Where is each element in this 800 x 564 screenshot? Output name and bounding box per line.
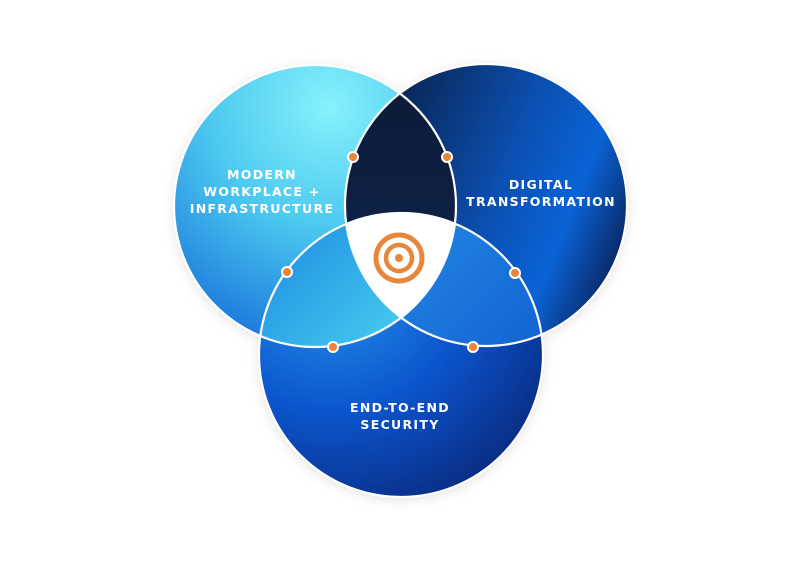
dot bbox=[509, 267, 521, 279]
label-end-to-end-security: END-TO-END SECURITY bbox=[350, 400, 450, 432]
dot bbox=[347, 151, 359, 163]
dot bbox=[327, 341, 339, 353]
label-modern-workplace: MODERN WORKPLACE + INFRASTRUCTURE bbox=[189, 167, 335, 216]
target-icon bbox=[373, 232, 425, 284]
dot bbox=[467, 341, 479, 353]
dot bbox=[281, 266, 293, 278]
label-digital-transformation: DIGITAL TRANSFORMATION bbox=[466, 177, 616, 209]
dot bbox=[441, 151, 453, 163]
intersection-dots bbox=[281, 151, 521, 353]
